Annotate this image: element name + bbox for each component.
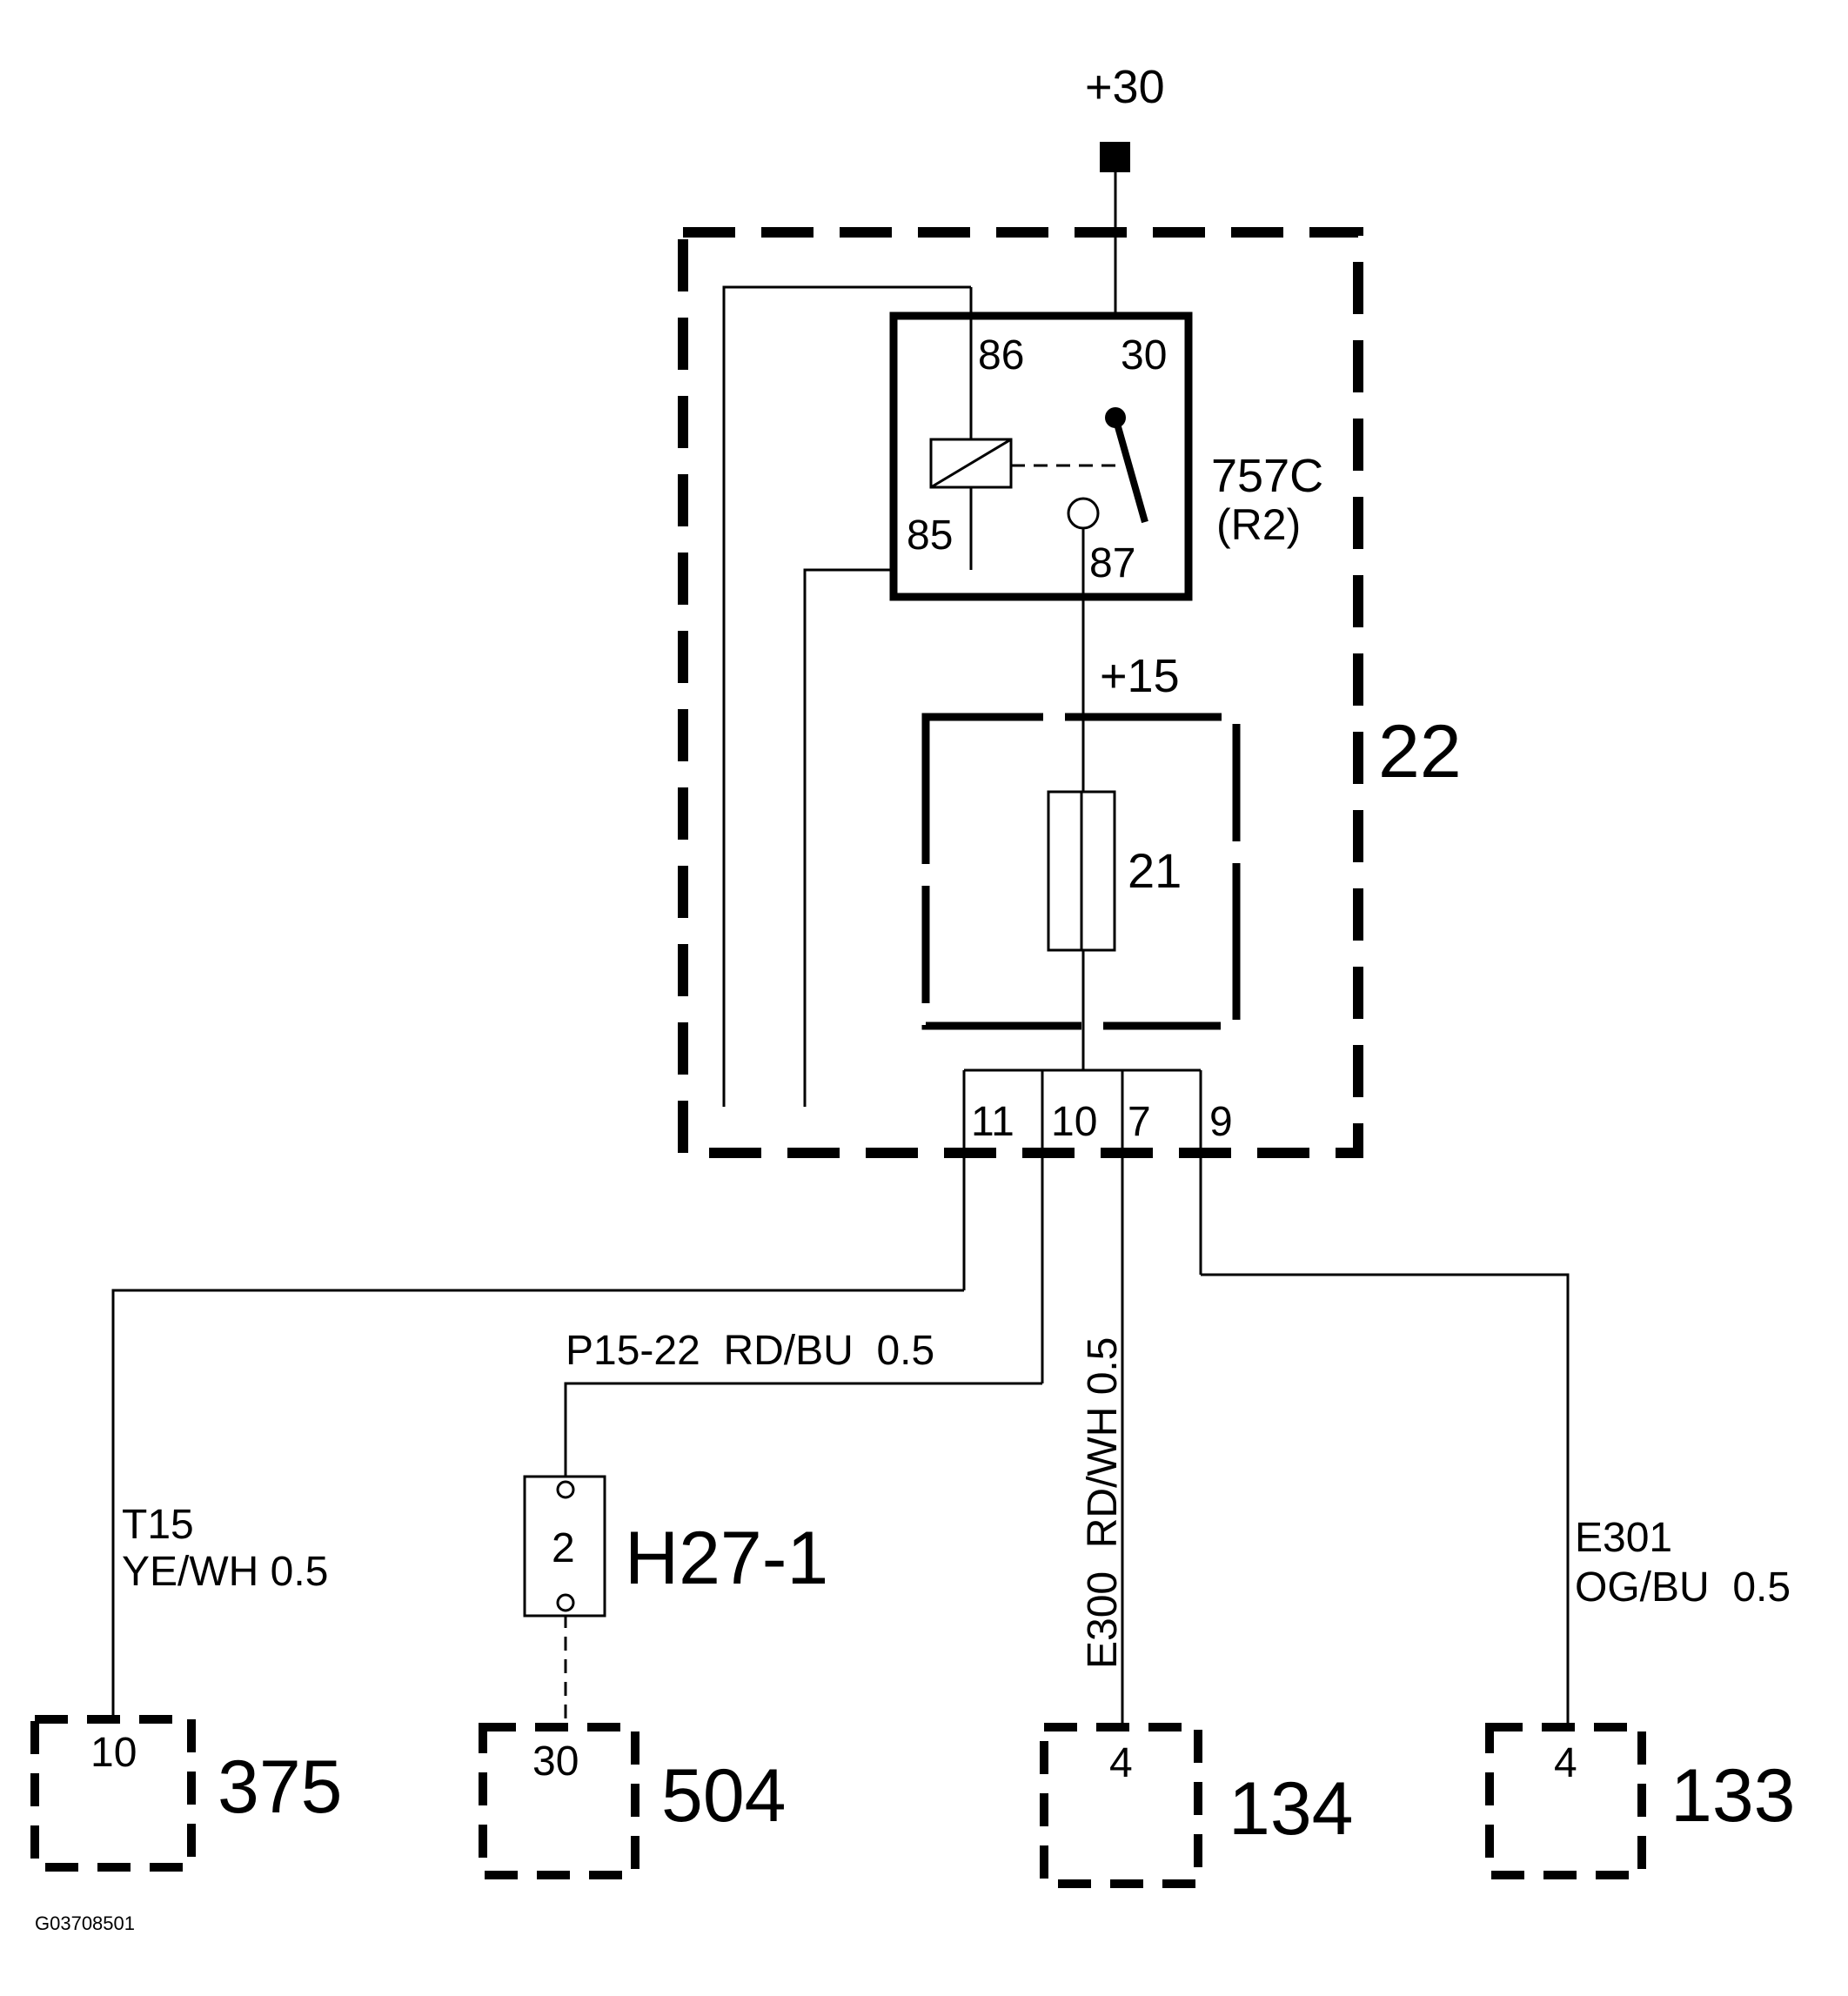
pin-10: 10 xyxy=(1051,1099,1097,1145)
box-22-outline xyxy=(678,227,1363,1158)
h27-body xyxy=(523,1475,606,1618)
box-22-label: 22 xyxy=(1378,710,1462,794)
wire-p15-22 xyxy=(564,1382,1042,1477)
connector-375: 10 375 xyxy=(30,1715,343,1872)
connector-133: 4 133 xyxy=(1485,1723,1796,1879)
relay-sub: (R2) xyxy=(1216,500,1301,549)
supply-30: +30 xyxy=(1085,61,1165,318)
supply-30-label: +30 xyxy=(1085,61,1165,113)
relay-name: 757C xyxy=(1211,450,1323,502)
relay-757c: 86 30 85 87 757C (R2) xyxy=(889,287,1323,1070)
box-22: 22 xyxy=(678,227,1462,1158)
external-wires: T15 YE/WH 0.5 P15-22 RD/BU 0.5 E300 RD/W… xyxy=(111,1273,1791,1727)
wire-t15-name: T15 xyxy=(122,1502,194,1548)
connector-134-box xyxy=(1040,1723,1202,1888)
relay-coil-wiring xyxy=(722,285,971,1107)
relay-switch-arm xyxy=(1112,416,1148,524)
wire-e301-name: E301 xyxy=(1575,1515,1672,1561)
h27-pin: 2 xyxy=(552,1525,575,1571)
connector-375-box xyxy=(30,1715,196,1872)
connector-h27-1: 2 H27-1 xyxy=(523,1475,828,1618)
wire-p15-22-label: P15-22 RD/BU 0.5 xyxy=(566,1328,934,1374)
pin-7: 7 xyxy=(1128,1099,1151,1145)
output-pins: 11 10 7 9 xyxy=(962,1068,1233,1727)
supply-15-label: +15 xyxy=(1100,650,1180,702)
connector-134: 4 134 xyxy=(1040,1723,1354,1888)
pin-9: 9 xyxy=(1209,1099,1233,1145)
figure-id: G03708501 xyxy=(35,1912,135,1934)
relay-pin-30: 30 xyxy=(1121,332,1167,378)
relay-contact-87 xyxy=(1067,497,1100,530)
wire-t15 xyxy=(111,1289,964,1719)
connector-133-box xyxy=(1485,1723,1646,1879)
connector-504-id: 504 xyxy=(661,1754,787,1838)
relay-body xyxy=(889,311,1193,601)
connector-134-id: 134 xyxy=(1229,1767,1354,1851)
supply-30-terminal xyxy=(1100,142,1130,172)
wire-t15-spec: YE/WH 0.5 xyxy=(122,1549,328,1595)
wire-e301 xyxy=(1201,1273,1570,1727)
fuse-21: 21 xyxy=(921,713,1241,1030)
connector-504-pin: 30 xyxy=(532,1738,579,1785)
fuse-holder xyxy=(921,713,1241,1030)
wire-e301-spec: OG/BU 0.5 xyxy=(1575,1564,1791,1611)
pin-11: 11 xyxy=(971,1099,1014,1145)
connector-134-pin: 4 xyxy=(1109,1740,1133,1786)
wire-e300-label: E300 RD/WH 0.5 xyxy=(1080,1337,1126,1669)
relay-pin-87: 87 xyxy=(1089,540,1135,586)
connector-375-pin: 10 xyxy=(90,1730,137,1776)
relay-pin-85: 85 xyxy=(907,512,953,559)
connector-504-box xyxy=(479,1723,639,1879)
fuse-label: 21 xyxy=(1128,843,1182,898)
connector-133-pin: 4 xyxy=(1554,1740,1577,1786)
connector-375-id: 375 xyxy=(218,1745,343,1829)
connector-133-id: 133 xyxy=(1671,1754,1796,1838)
h27-label: H27-1 xyxy=(625,1517,828,1600)
relay-pin-86: 86 xyxy=(978,332,1024,378)
connector-504: 30 504 xyxy=(479,1723,787,1879)
